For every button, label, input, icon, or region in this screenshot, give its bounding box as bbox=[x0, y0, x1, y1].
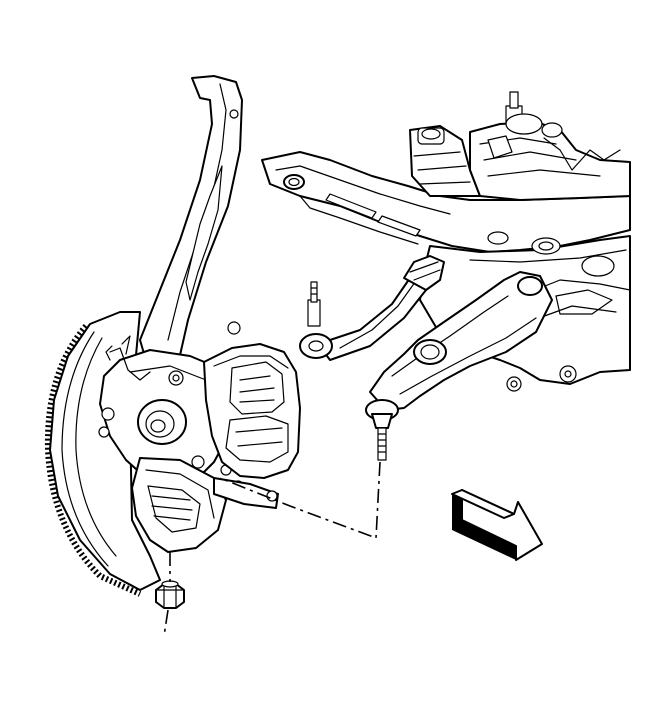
steering-knuckle bbox=[98, 75, 244, 553]
brake-caliper bbox=[203, 343, 301, 509]
front-direction-arrow-icon bbox=[451, 489, 543, 561]
assembly-centerlines bbox=[163, 461, 381, 637]
ball-joint-stud bbox=[365, 399, 399, 461]
tie-rod-end bbox=[299, 255, 445, 361]
lower-control-arm bbox=[369, 271, 553, 411]
ball-joint-nut bbox=[155, 580, 185, 609]
